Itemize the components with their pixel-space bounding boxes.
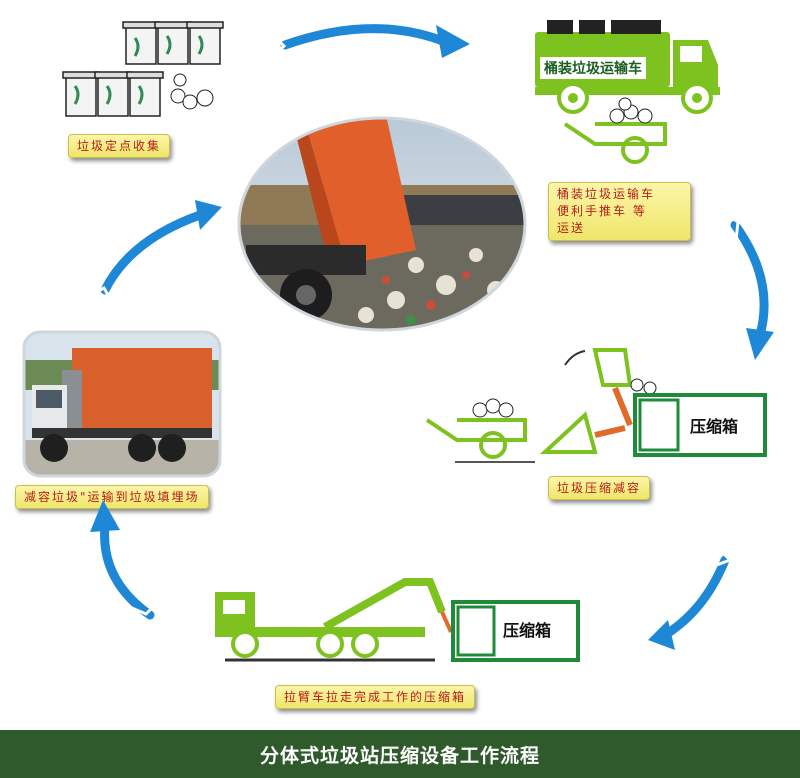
arrowhead-right-lower bbox=[648, 620, 675, 650]
hooklift-scene bbox=[215, 578, 580, 662]
compression-box-text-bottom: 压缩箱 bbox=[503, 621, 552, 640]
flow-arrows bbox=[90, 24, 774, 650]
arrow-top bbox=[280, 24, 445, 50]
collect-label: 垃圾定点收集 bbox=[68, 134, 171, 158]
transport-label: 桶装垃圾运输车 便利手推车 等 运送 bbox=[548, 182, 691, 241]
arrow-right-lower bbox=[660, 555, 730, 640]
arrowhead-left-lower bbox=[90, 500, 120, 532]
footer-title: 分体式垃圾站压缩设备工作流程 bbox=[0, 730, 800, 778]
compactor-truck-photo bbox=[22, 330, 222, 478]
arrow-left-upper bbox=[100, 210, 205, 295]
landfill-label: 减容垃圾"运输到垃圾填埋场 bbox=[15, 485, 209, 509]
arrowhead-right-upper bbox=[746, 328, 774, 360]
dumping-photo bbox=[237, 116, 527, 332]
compression-box-text-right: 压缩箱 bbox=[690, 417, 739, 436]
compression-scene bbox=[425, 348, 767, 463]
truck-sign: 桶装垃圾运输车 bbox=[540, 57, 646, 79]
arrow-right-upper bbox=[730, 220, 769, 340]
compress-label: 垃圾压缩减容 bbox=[548, 476, 651, 500]
arrow-left-lower bbox=[100, 520, 155, 620]
garbage-bins bbox=[62, 21, 224, 117]
arrowhead-top bbox=[436, 25, 470, 58]
hook-label: 拉臂车拉走完成工作的压缩箱 bbox=[275, 685, 476, 709]
arrowhead-left-upper bbox=[195, 200, 222, 230]
